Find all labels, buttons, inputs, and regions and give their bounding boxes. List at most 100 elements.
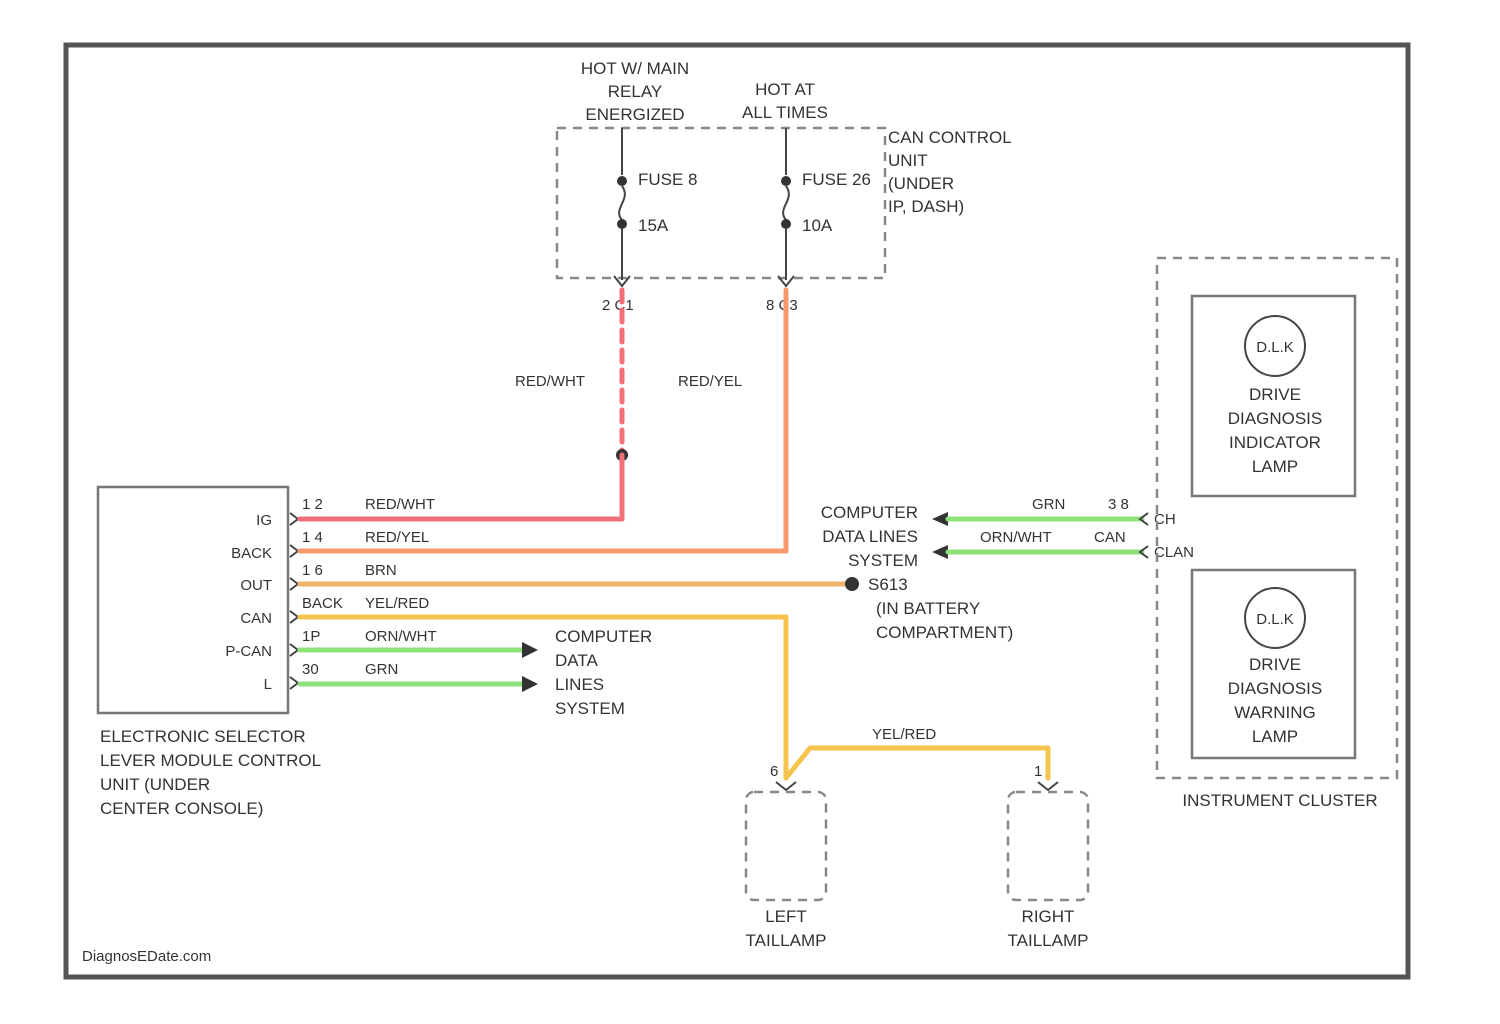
pin-label-ig: IG bbox=[256, 512, 272, 529]
fuse-a-node-bottom bbox=[617, 219, 627, 229]
svg-text:SYSTEM: SYSTEM bbox=[848, 551, 918, 570]
fuse-b-symbol bbox=[783, 186, 789, 220]
svg-text:COMPUTER: COMPUTER bbox=[821, 503, 918, 522]
indicator-lamp-symbol: D.L.K bbox=[1256, 339, 1294, 356]
splice-s613-label: S613 bbox=[868, 575, 908, 594]
svg-text:RED/WHT: RED/WHT bbox=[365, 496, 435, 513]
svg-text:SYSTEM: SYSTEM bbox=[555, 699, 625, 718]
arrow-p-can bbox=[522, 642, 538, 658]
svg-text:1 4: 1 4 bbox=[302, 529, 323, 546]
svg-text:1 6: 1 6 bbox=[302, 562, 323, 579]
fuse-b-node-top bbox=[781, 176, 791, 186]
svg-text:DRIVE: DRIVE bbox=[1249, 385, 1301, 404]
indicator-lamp-label: DRIVE DIAGNOSIS INDICATOR LAMP bbox=[1228, 385, 1322, 476]
svg-text:HOT W/ MAIN: HOT W/ MAIN bbox=[581, 59, 689, 78]
svg-text:LAMP: LAMP bbox=[1252, 727, 1298, 746]
fuse-a-symbol bbox=[619, 186, 625, 220]
can-control-unit-label: CAN CONTROL UNIT (UNDER IP, DASH) bbox=[888, 128, 1012, 216]
source-label-hot-at-all-times: HOT AT ALL TIMES bbox=[742, 80, 828, 122]
svg-text:DRIVE: DRIVE bbox=[1249, 655, 1301, 674]
arrow-l bbox=[522, 676, 538, 692]
computer-data-lines-low-label: COMPUTER DATA LINES SYSTEM bbox=[555, 627, 652, 718]
svg-text:DIAGNOSIS: DIAGNOSIS bbox=[1228, 409, 1322, 428]
svg-text:DIAGNOSIS: DIAGNOSIS bbox=[1228, 679, 1322, 698]
left-taillamp-box bbox=[746, 792, 826, 900]
can-control-unit-box bbox=[557, 128, 885, 278]
cluster-wire-pin-grn: 3 8 bbox=[1108, 496, 1129, 513]
svg-text:COMPUTER: COMPUTER bbox=[555, 627, 652, 646]
wire-label-red-yel: RED/YEL bbox=[678, 373, 742, 390]
svg-text:TAILLAMP: TAILLAMP bbox=[1008, 931, 1089, 950]
wire-label-yel-red: YEL/RED bbox=[872, 726, 936, 743]
svg-text:BACK: BACK bbox=[302, 595, 343, 612]
selector-lever-module-label: ELECTRONIC SELECTOR LEVER MODULE CONTROL… bbox=[100, 727, 321, 818]
svg-text:1 2: 1 2 bbox=[302, 496, 323, 513]
svg-text:ALL TIMES: ALL TIMES bbox=[742, 103, 828, 122]
fuse-b-name: FUSE 26 bbox=[802, 170, 871, 189]
pin-label-p-can: P-CAN bbox=[225, 643, 272, 660]
svg-text:UNIT: UNIT bbox=[888, 151, 928, 170]
svg-text:INDICATOR: INDICATOR bbox=[1229, 433, 1321, 452]
svg-text:30: 30 bbox=[302, 661, 319, 678]
svg-text:LEFT: LEFT bbox=[765, 907, 807, 926]
cluster-terminal-clan: CLAN bbox=[1154, 544, 1194, 561]
svg-text:RED/YEL: RED/YEL bbox=[365, 529, 429, 546]
svg-text:TAILLAMP: TAILLAMP bbox=[746, 931, 827, 950]
left-taillamp-pin: 6 bbox=[770, 763, 778, 780]
svg-text:GRN: GRN bbox=[365, 661, 398, 678]
splice-location-label: (IN BATTERY COMPARTMENT) bbox=[876, 599, 1013, 642]
svg-text:ORN/WHT: ORN/WHT bbox=[365, 628, 437, 645]
svg-text:ELECTRONIC SELECTOR: ELECTRONIC SELECTOR bbox=[100, 727, 306, 746]
left-taillamp-label: LEFT TAILLAMP bbox=[746, 907, 827, 950]
pin-label-can: CAN bbox=[240, 610, 272, 627]
fuse-a-node-top bbox=[617, 176, 627, 186]
svg-text:CAN CONTROL: CAN CONTROL bbox=[888, 128, 1012, 147]
pin-label-back: BACK bbox=[231, 545, 272, 562]
pin-label-out: OUT bbox=[240, 577, 272, 594]
svg-text:HOT AT: HOT AT bbox=[755, 80, 815, 99]
svg-text:YEL/RED: YEL/RED bbox=[365, 595, 429, 612]
svg-text:IP, DASH): IP, DASH) bbox=[888, 197, 964, 216]
warning-lamp-label: DRIVE DIAGNOSIS WARNING LAMP bbox=[1228, 655, 1322, 746]
fuse-a-rating: 15A bbox=[638, 216, 669, 235]
right-taillamp-connector bbox=[1038, 782, 1058, 790]
svg-text:RELAY: RELAY bbox=[608, 82, 663, 101]
instrument-cluster-label: INSTRUMENT CLUSTER bbox=[1182, 791, 1377, 810]
fuse-a-name: FUSE 8 bbox=[638, 170, 698, 189]
warning-lamp-symbol: D.L.K bbox=[1256, 611, 1294, 628]
svg-text:LAMP: LAMP bbox=[1252, 457, 1298, 476]
wire-yel-red-taillamps bbox=[786, 748, 1048, 778]
svg-text:(UNDER: (UNDER bbox=[888, 174, 954, 193]
wire-label-red-wht: RED/WHT bbox=[515, 373, 585, 390]
cluster-wire-name-orn-wht: ORN/WHT bbox=[980, 529, 1052, 546]
right-taillamp-box bbox=[1008, 792, 1088, 900]
diagram-frame bbox=[66, 45, 1408, 977]
module-connector-chevrons bbox=[290, 513, 298, 689]
svg-text:DATA LINES: DATA LINES bbox=[822, 527, 918, 546]
svg-text:LINES: LINES bbox=[555, 675, 604, 694]
svg-text:CENTER CONSOLE): CENTER CONSOLE) bbox=[100, 799, 263, 818]
svg-text:LEVER MODULE CONTROL: LEVER MODULE CONTROL bbox=[100, 751, 321, 770]
source-label-main-relay: HOT W/ MAIN RELAY ENERGIZED bbox=[581, 59, 689, 124]
svg-text:ENERGIZED: ENERGIZED bbox=[585, 105, 684, 124]
module-pin-labels: IG BACK OUT CAN P-CAN L bbox=[225, 512, 272, 693]
computer-data-lines-mid-label: COMPUTER DATA LINES SYSTEM bbox=[821, 503, 918, 570]
svg-text:DATA: DATA bbox=[555, 651, 598, 670]
svg-text:WARNING: WARNING bbox=[1234, 703, 1316, 722]
connector-c1-label: 2 C1 bbox=[602, 297, 634, 314]
left-taillamp-connector bbox=[776, 782, 796, 790]
connector-c3-label: 8 C3 bbox=[766, 297, 798, 314]
svg-text:(IN BATTERY: (IN BATTERY bbox=[876, 599, 980, 618]
watermark-text: DiagnosEDate.com bbox=[82, 948, 211, 965]
splice-s613 bbox=[845, 577, 859, 591]
cluster-wire-pin-orn-wht: CAN bbox=[1094, 529, 1126, 546]
cluster-wire-name-grn: GRN bbox=[1032, 496, 1065, 513]
svg-text:UNIT (UNDER: UNIT (UNDER bbox=[100, 775, 210, 794]
right-taillamp-label: RIGHT TAILLAMP bbox=[1008, 907, 1089, 950]
svg-text:1P: 1P bbox=[302, 628, 320, 645]
right-taillamp-pin: 1 bbox=[1034, 763, 1042, 780]
fuse-b-node-bottom bbox=[781, 219, 791, 229]
fuse-b-rating: 10A bbox=[802, 216, 833, 235]
svg-text:BRN: BRN bbox=[365, 562, 397, 579]
